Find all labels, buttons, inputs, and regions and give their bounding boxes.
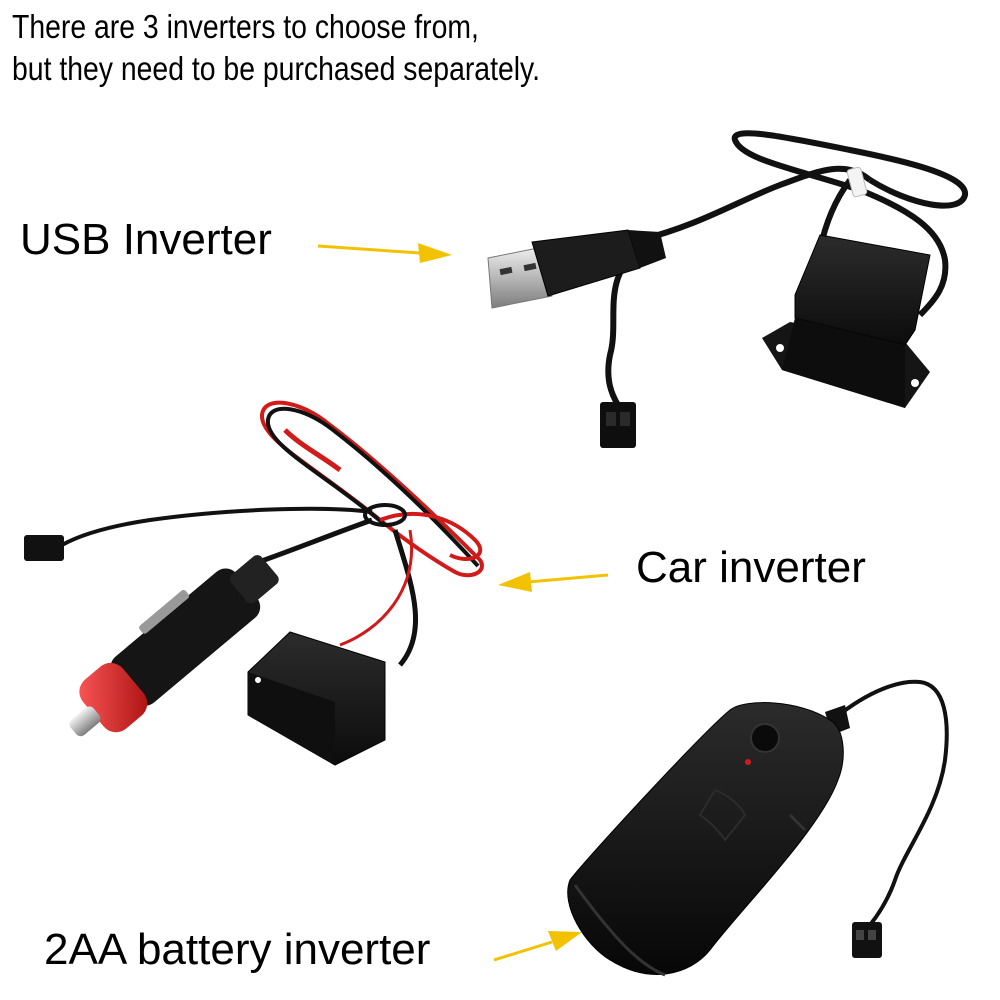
arrow-usb-icon — [317, 243, 452, 263]
battery-inverter-label: 2AA battery inverter — [44, 925, 431, 974]
battery-inverter-image — [567, 679, 949, 977]
usb-inverter-image — [487, 130, 968, 448]
intro-line-2: but they need to be purchased separately… — [12, 50, 541, 87]
car-inverter-image — [24, 400, 484, 766]
arrow-car-icon — [498, 572, 609, 592]
car-inverter-label: Car inverter — [636, 543, 866, 592]
usb-inverter-label: USB Inverter — [20, 215, 272, 264]
intro-text: There are 3 inverters to choose from, bu… — [12, 6, 540, 90]
intro-line-1: There are 3 inverters to choose from, — [12, 8, 479, 45]
arrow-battery-icon — [493, 931, 582, 962]
